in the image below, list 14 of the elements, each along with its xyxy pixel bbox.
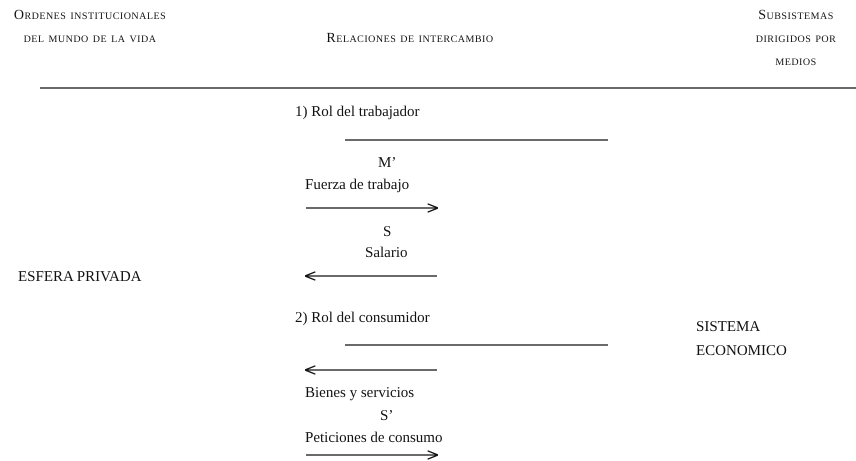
column-heading: Ordenes institucionales del mundo de la vida [12,7,168,48]
text-label: S’ [380,407,394,426]
node-label: SISTEMA ECONOMICO [696,315,806,363]
text-label: 2) Rol del consumidor [295,309,430,328]
text-label: M’ [378,154,396,173]
column-heading: Relaciones de intercambio [325,30,495,48]
text-label: S [383,223,392,242]
text-label: Salario [365,244,408,263]
text-label: Peticiones de consumo [305,429,442,448]
text-label: Fuerza de trabajo [305,176,410,195]
text-label: Bienes y servicios [305,384,414,403]
node-label: ESFERA PRIVADA [18,265,178,289]
column-heading: Subsistemas dirigidos por medios [754,7,838,71]
text-label: 1) Rol del trabajador [295,103,420,122]
